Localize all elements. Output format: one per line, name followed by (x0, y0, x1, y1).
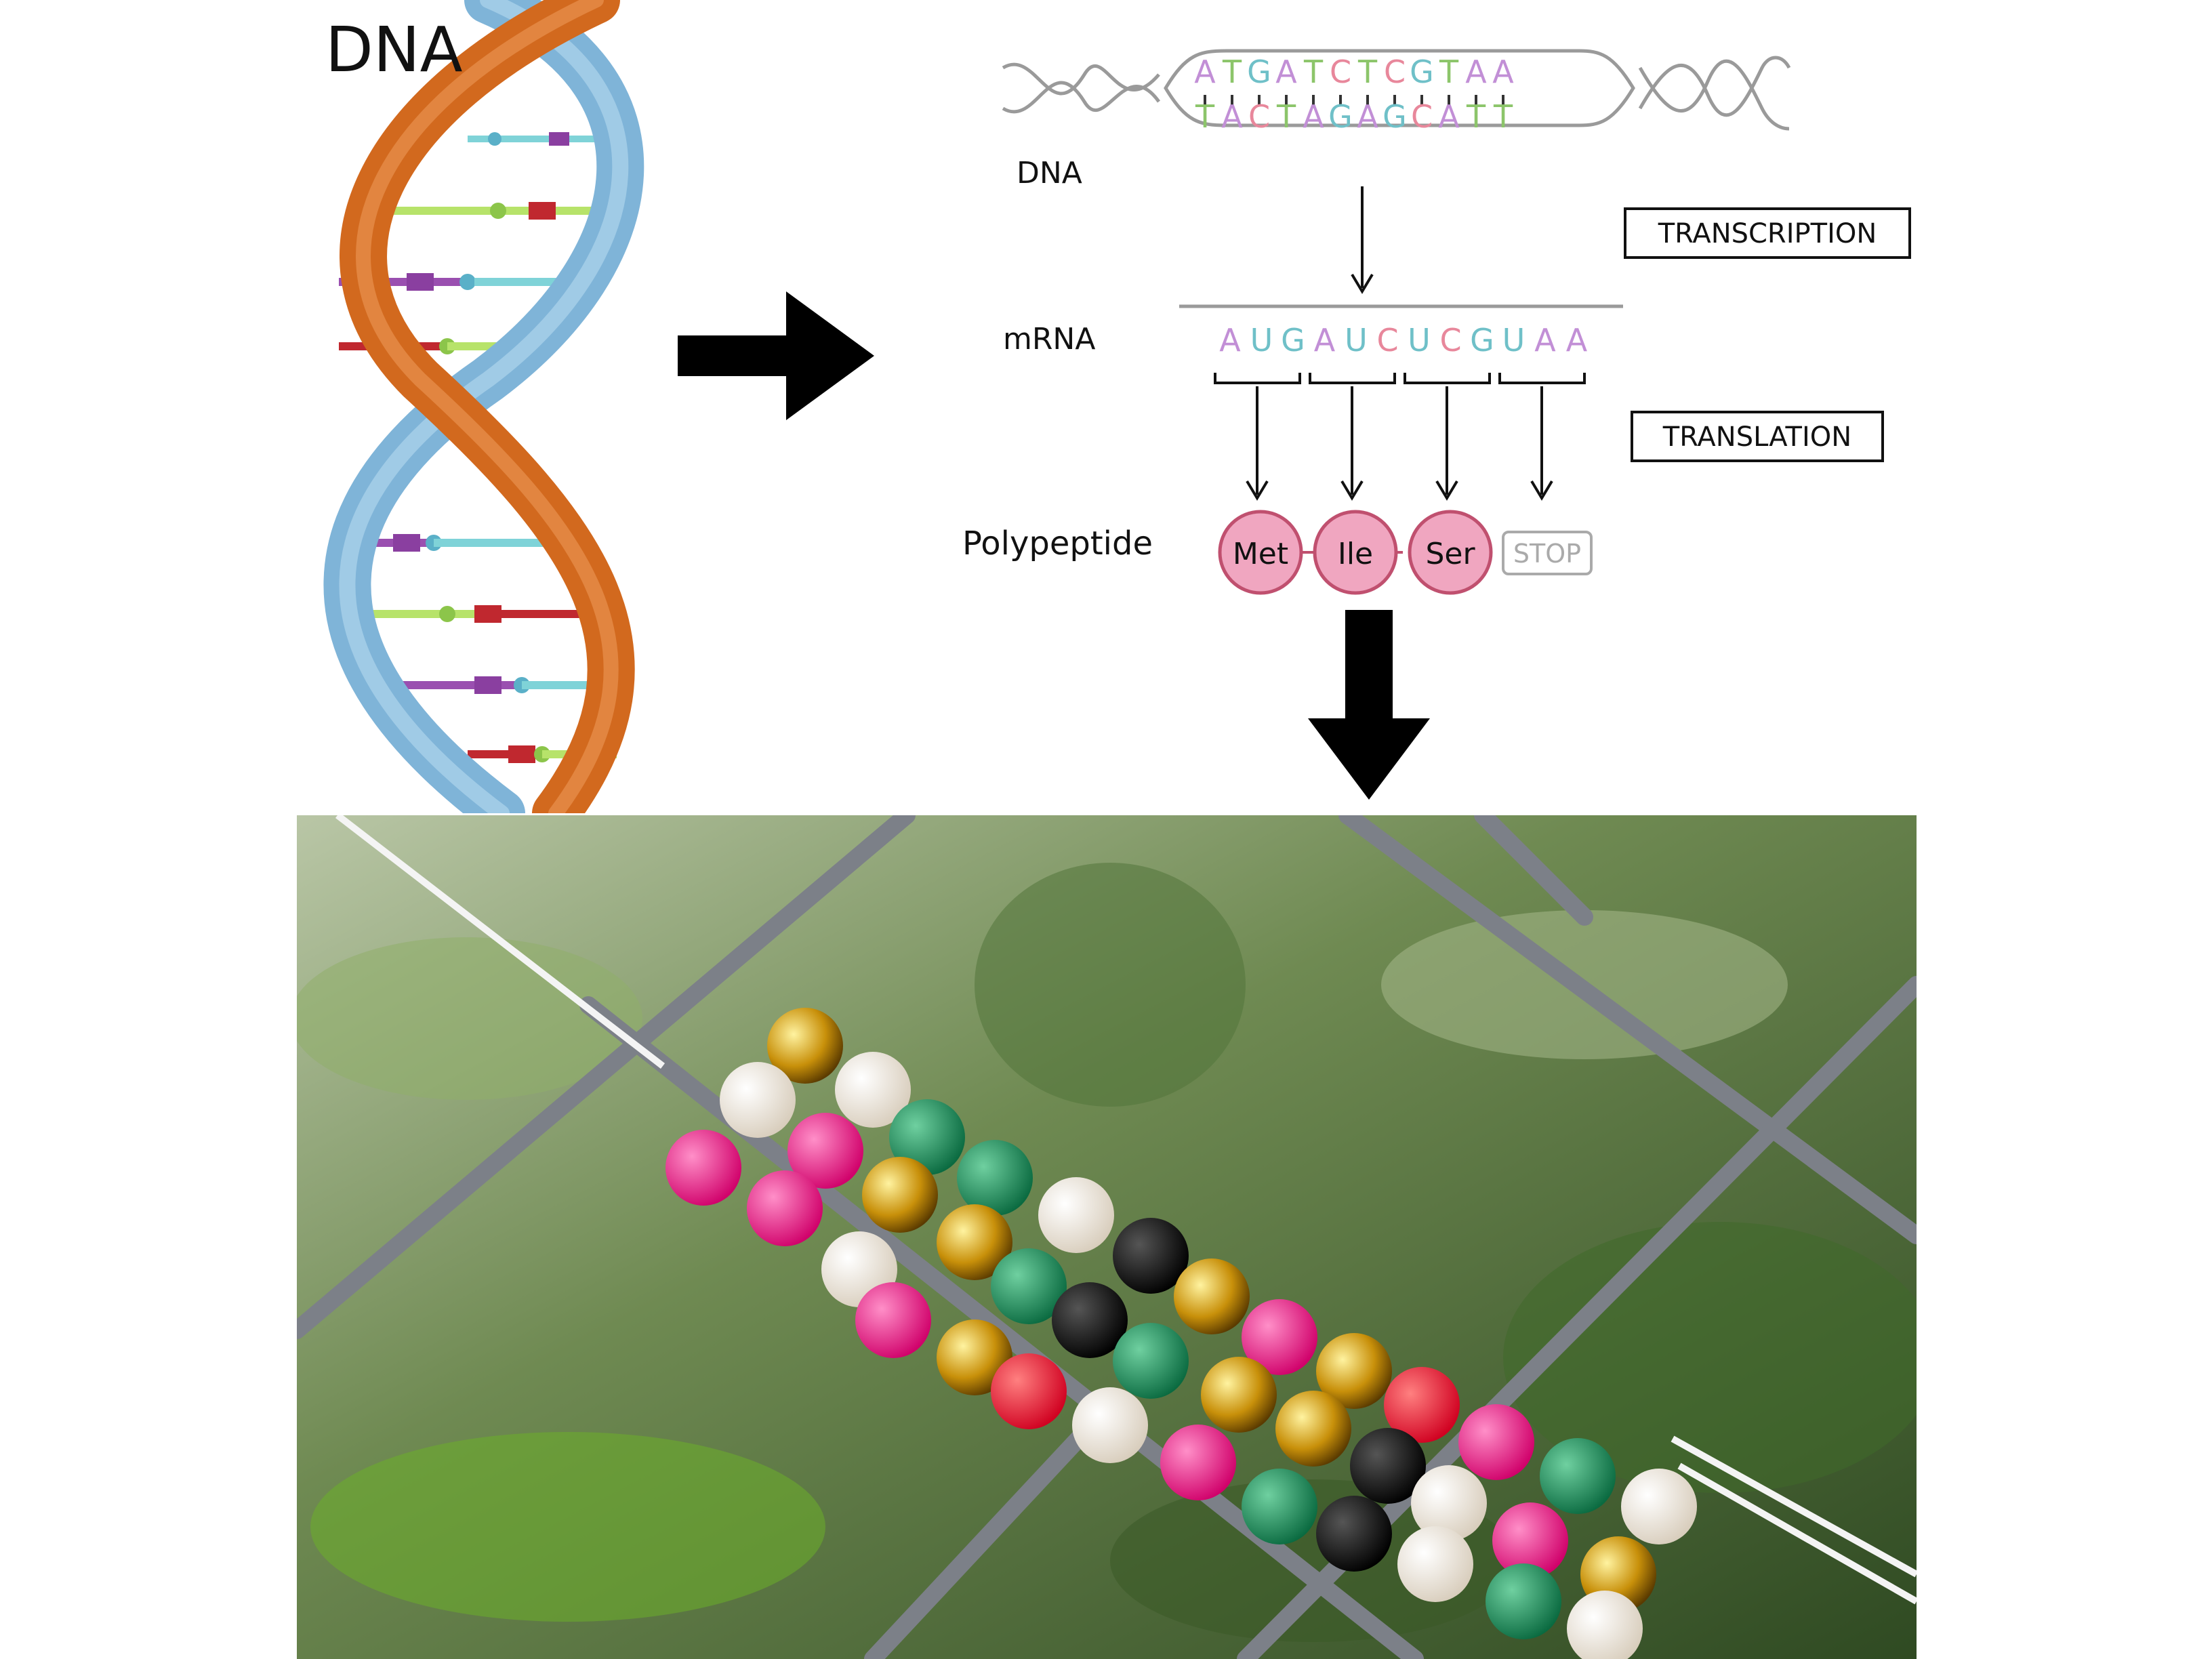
dna-strand-outline (1002, 49, 1791, 131)
mrna-seq-letter: A (1314, 322, 1336, 359)
helix-graphic (323, 0, 644, 813)
codon-brackets (1214, 373, 1586, 384)
amino-acid-met-label: Met (1233, 537, 1288, 571)
polypeptide-label: Polypeptide (962, 525, 1153, 562)
right-arrow-icon (678, 291, 874, 423)
dna-bottom-letter: A (1221, 98, 1243, 135)
amino-acid-ile (1313, 510, 1398, 595)
mrna-label: mRNA (1003, 322, 1095, 356)
dna-title: DNA (325, 14, 463, 86)
dna-bottom-letter: C (1248, 98, 1270, 135)
dna-bottom-letter: T (1493, 98, 1513, 135)
dna-label: DNA (1017, 156, 1082, 190)
mrna-seq-letter: U (1345, 322, 1368, 359)
dna-top-letter: G (1247, 54, 1271, 90)
down-arrow-icon (1308, 610, 1430, 802)
base-pair-rungs (339, 132, 617, 763)
dna-top-letter: A (1194, 54, 1216, 90)
mrna-seq-letter: A (1534, 322, 1556, 359)
mrna-seq-letter: U (1250, 322, 1273, 359)
stop-box (1502, 531, 1593, 575)
mrna-seq-letter: C (1376, 322, 1398, 359)
mrna-seq-letter: A (1566, 322, 1588, 359)
translation-box (1631, 411, 1884, 462)
dna-top-letter: A (1492, 54, 1514, 90)
mrna-seq-letter: U (1502, 322, 1525, 359)
dna-top-letter: T (1303, 54, 1324, 90)
dna-top-letter: A (1275, 54, 1297, 90)
string (335, 815, 1917, 1605)
dna-top-letter: A (1465, 54, 1487, 90)
dna-bottom-letter: A (1438, 98, 1460, 135)
amino-acid-chain: Met Ile Ser (1218, 510, 1493, 595)
dna-bottom-letter: G (1328, 98, 1353, 135)
beads (665, 1008, 1697, 1659)
amino-acid-met (1218, 510, 1303, 595)
dna-bottom-letter: A (1357, 98, 1378, 135)
dna-bottom-letter: T (1276, 98, 1296, 135)
transcription-box (1624, 207, 1911, 259)
mrna-seq-letter: C (1439, 322, 1461, 359)
bead-dna-model-photo (297, 815, 1917, 1659)
dna-top-letter: G (1410, 54, 1434, 90)
dna-top-letter: T (1222, 54, 1242, 90)
mrna-seq-letter: G (1281, 322, 1305, 359)
mrna-seq-letter: U (1408, 322, 1431, 359)
dna-top-letter: T (1357, 54, 1378, 90)
translation-arrows (1246, 386, 1553, 501)
translation-label: TRANSLATION (1662, 422, 1851, 453)
mrna-seq-letter: A (1219, 322, 1241, 359)
stop-label: STOP (1513, 539, 1581, 569)
photo-graphic (297, 815, 1917, 1659)
amino-acid-ser-label: Ser (1425, 537, 1475, 571)
amino-acid-ile-label: Ile (1338, 537, 1373, 571)
amino-acid-ser (1408, 510, 1493, 595)
transcription-arrow-icon (1351, 186, 1374, 294)
mrna-seq-letter: G (1470, 322, 1494, 359)
transcription-label: TRANSCRIPTION (1658, 218, 1877, 249)
base-pair-ticks (1204, 95, 1504, 105)
dna-bottom-letter: T (1195, 98, 1215, 135)
dna-top-letter: T (1439, 54, 1459, 90)
dna-bottom-letter: G (1382, 98, 1407, 135)
dna-bottom-letter: T (1466, 98, 1486, 135)
dna-top-letter: C (1330, 54, 1351, 90)
dna-bottom-letter: C (1411, 98, 1433, 135)
dna-bottom-letter: A (1303, 98, 1324, 135)
dna-top-letter: C (1384, 54, 1406, 90)
